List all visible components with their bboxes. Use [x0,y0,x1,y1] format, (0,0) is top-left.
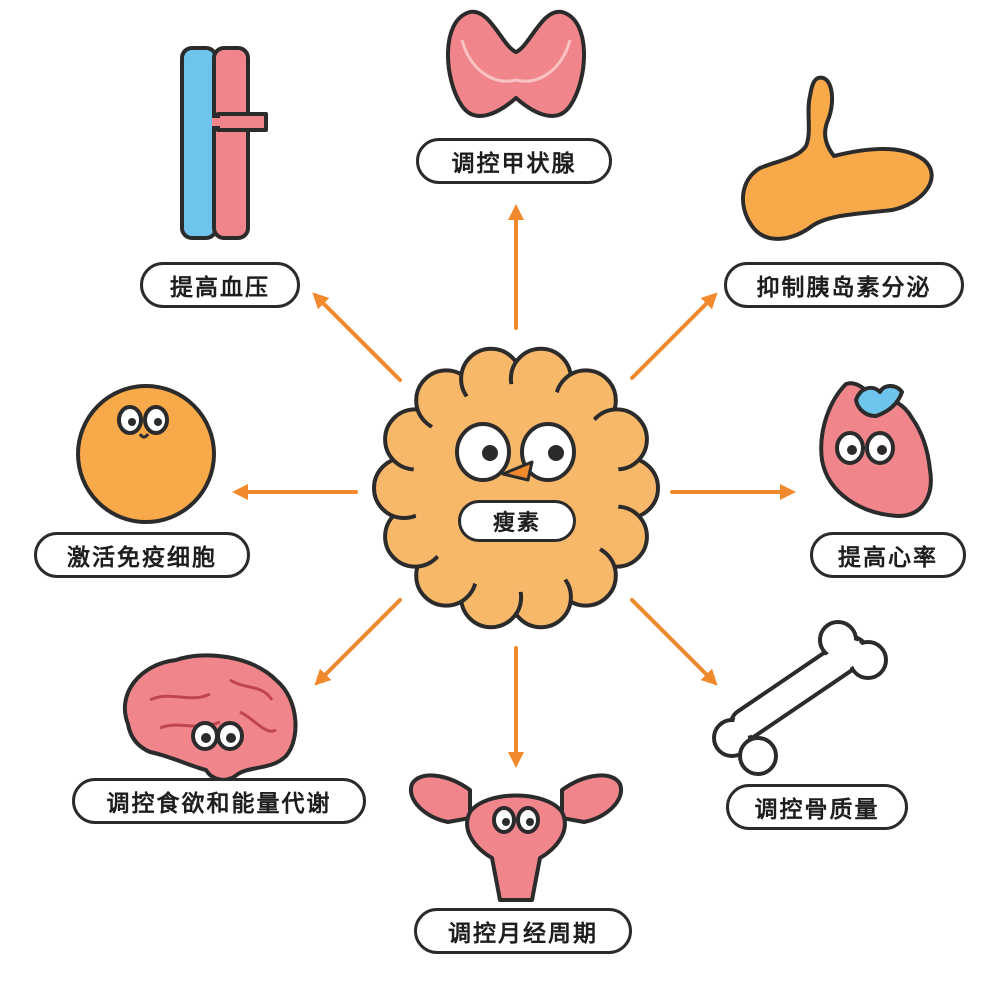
arrows [232,204,796,768]
arrow-to-bone [630,598,718,686]
arrow-to-pancreas [630,292,718,380]
label-vessel: 提高血压 [140,262,300,308]
label-uterus: 调控月经周期 [414,908,632,954]
arrow-to-vessel [312,292,402,382]
center-label: 瘦素 [458,500,576,542]
label-thyroid: 调控甲状腺 [416,138,612,184]
label-bone: 调控骨质量 [726,784,908,830]
bone-icon [712,620,888,776]
arrow-to-brain [314,598,402,686]
blood-vessel-icon [180,46,268,240]
label-heart: 提高心率 [810,532,966,578]
pancreas-icon [740,75,934,241]
label-pancreas: 抑制胰岛素分泌 [724,262,964,308]
uterus-icon [408,773,624,902]
heart-icon [819,381,933,518]
brain-icon [122,653,298,782]
leptin-cell-icon [372,346,660,630]
thyroid-icon [446,9,586,118]
label-immune: 激活免疫细胞 [34,532,250,578]
immune-cell-icon [76,384,216,524]
label-brain: 调控食欲和能量代谢 [72,778,366,824]
